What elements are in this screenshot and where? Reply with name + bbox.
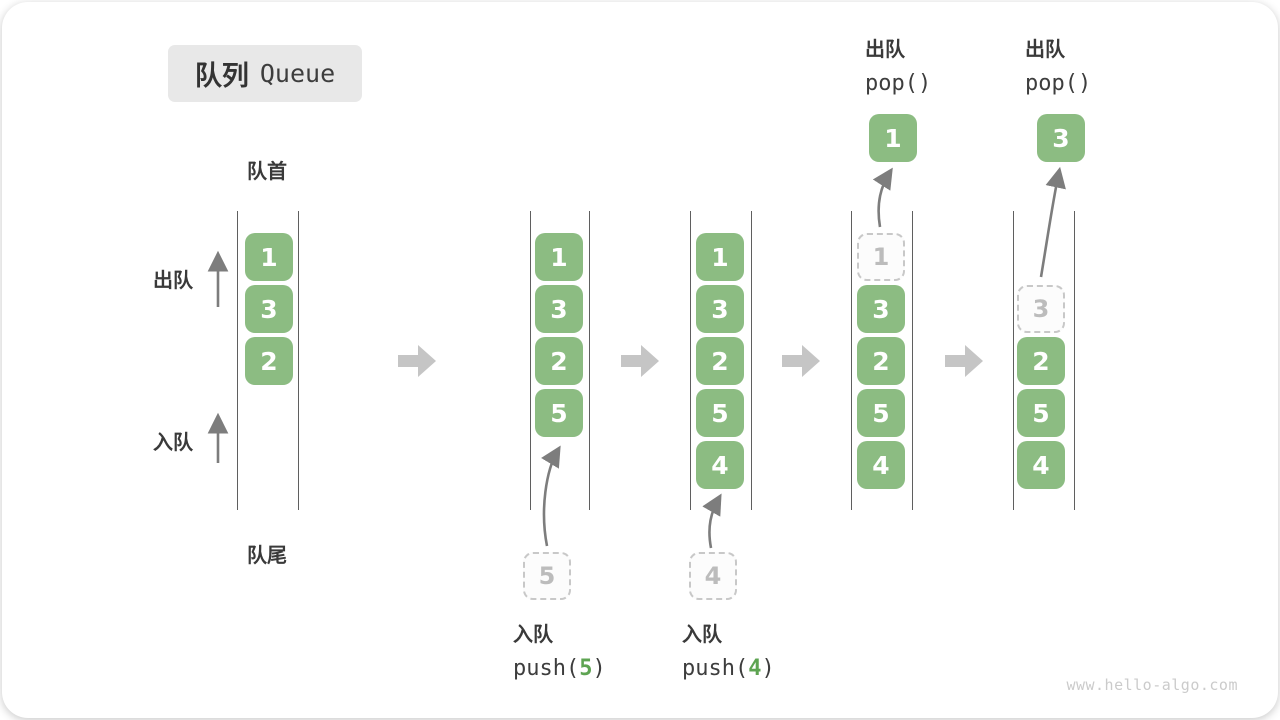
pop-2-op-label: 出队 pop() (1025, 33, 1091, 96)
queue4-wall-right (911, 211, 914, 510)
push-5-op-label: 入队 push(5) (513, 618, 606, 681)
pop-1-code: pop() (865, 71, 932, 96)
push-5-zh: 入队 (513, 624, 553, 646)
dequeue-label: 出队 (153, 270, 193, 292)
enqueue-label: 入队 (153, 432, 193, 454)
queue5-wall-left (1012, 211, 1015, 510)
queue4-cell-3: 4 (857, 441, 905, 489)
queue2-wall-right (588, 211, 591, 510)
push-4-code-arg: 4 (748, 656, 762, 681)
queue1-wall-left (236, 211, 239, 510)
title-box: 队列 Queue (168, 45, 362, 102)
queue5-wall-right (1073, 211, 1076, 510)
push-4-zh: 入队 (682, 624, 722, 646)
queue3-wall-right (750, 211, 753, 510)
queue5-ghost-cell: 3 (1017, 285, 1065, 333)
queue1-cell-0: 1 (245, 233, 293, 281)
queue3-cell-0: 1 (696, 233, 744, 281)
queue2-incoming-ghost-cell: 5 (523, 552, 571, 600)
title-en: Queue (259, 59, 336, 88)
title-zh: 队列 (194, 61, 249, 91)
queue3-cell-3: 5 (696, 389, 744, 437)
queue4-cell-1: 2 (857, 337, 905, 385)
queue3-cell-1: 3 (696, 285, 744, 333)
watermark: www.hello-algo.com (1066, 676, 1238, 694)
pop-2-zh: 出队 (1025, 39, 1065, 61)
pop-1-zh: 出队 (865, 39, 905, 61)
push-4-code: push(4) (682, 656, 775, 681)
queue1-wall-right (297, 211, 300, 510)
push-5-code-arg: 5 (579, 656, 593, 681)
queue2-cell-3: 5 (535, 389, 583, 437)
queue3-cell-2: 2 (696, 337, 744, 385)
front-label: 队首 (247, 161, 287, 183)
queue3-cell-4: 4 (696, 441, 744, 489)
queue3-wall-left (689, 211, 692, 510)
queue1-cell-2: 2 (245, 337, 293, 385)
queue4-popped-cell: 1 (869, 114, 917, 162)
push-4-code-post: ) (761, 656, 775, 681)
queue4-cell-2: 5 (857, 389, 905, 437)
queue5-cell-2: 4 (1017, 441, 1065, 489)
queue3-incoming-ghost-cell: 4 (689, 552, 737, 600)
queue2-cell-2: 2 (535, 337, 583, 385)
queue2-cell-0: 1 (535, 233, 583, 281)
queue5-popped-cell: 3 (1037, 114, 1085, 162)
push-5-code-post: ) (592, 656, 606, 681)
pop-2-code: pop() (1025, 71, 1092, 96)
push-4-code-pre: push( (682, 656, 749, 681)
queue2-wall-left (529, 211, 532, 510)
queue4-wall-left (850, 211, 853, 510)
queue4-cell-0: 3 (857, 285, 905, 333)
rear-label: 队尾 (247, 545, 287, 567)
queue1-cell-1: 3 (245, 285, 293, 333)
queue5-cell-0: 2 (1017, 337, 1065, 385)
queue4-ghost-cell: 1 (857, 233, 905, 281)
pop-1-op-label: 出队 pop() (865, 33, 931, 96)
push-5-code-pre: push( (513, 656, 580, 681)
push-4-op-label: 入队 push(4) (682, 618, 775, 681)
queue2-cell-1: 3 (535, 285, 583, 333)
queue5-cell-1: 5 (1017, 389, 1065, 437)
push-5-code: push(5) (513, 656, 606, 681)
